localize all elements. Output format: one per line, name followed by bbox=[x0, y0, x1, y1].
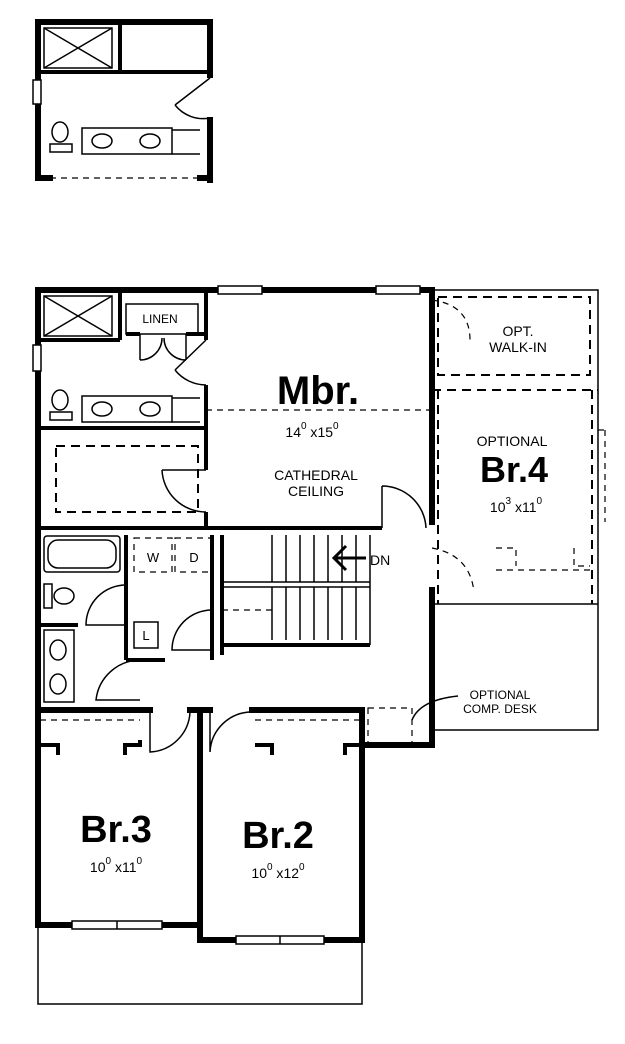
walkin-label-1: OPT. bbox=[502, 323, 533, 339]
br4-dimensions: 103 x110 bbox=[490, 496, 543, 515]
br3-door[interactable] bbox=[149, 710, 191, 753]
br3-label: Br.3 bbox=[80, 809, 152, 851]
stairs bbox=[220, 535, 371, 655]
mbr-label: Mbr. bbox=[277, 369, 359, 413]
walkin-label-2: WALK-IN bbox=[489, 339, 547, 355]
br4-label: Br.4 bbox=[480, 449, 548, 490]
washer-label: W bbox=[147, 550, 160, 565]
main-walls bbox=[35, 287, 435, 943]
windows bbox=[32, 285, 421, 945]
toilet bbox=[51, 389, 69, 411]
linen-label: LINEN bbox=[142, 312, 177, 326]
mbr-door[interactable] bbox=[381, 485, 427, 529]
br2-dimensions: 100 x120 bbox=[251, 862, 305, 881]
dryer-label: D bbox=[189, 550, 198, 565]
desk-label-2: COMP. DESK bbox=[463, 702, 537, 716]
walk-in-closet bbox=[437, 296, 591, 376]
br2-closet bbox=[255, 719, 360, 755]
down-arrow-icon bbox=[331, 544, 366, 572]
hall-door[interactable] bbox=[95, 659, 141, 701]
mbr-dimensions: 140 x150 bbox=[285, 421, 339, 440]
comp-desk bbox=[367, 707, 413, 745]
desk-leader-line bbox=[411, 695, 459, 721]
br2-door[interactable] bbox=[209, 710, 253, 753]
laundry-label: L bbox=[142, 628, 149, 643]
hall-bath bbox=[38, 535, 214, 703]
bottom-patio bbox=[37, 925, 363, 1005]
inset-toilet bbox=[51, 121, 69, 143]
br4-optional-label: OPTIONAL bbox=[477, 433, 548, 449]
hall-toilet bbox=[53, 587, 75, 605]
stair-dn-label: DN bbox=[370, 552, 390, 568]
ceiling-label: CEILING bbox=[288, 483, 344, 499]
optional-bath-inset bbox=[32, 19, 213, 183]
br3-closet bbox=[40, 719, 142, 755]
desk-label-1: OPTIONAL bbox=[470, 688, 531, 702]
optional-br4 bbox=[431, 289, 606, 731]
master-bath bbox=[38, 290, 208, 470]
master-closet bbox=[38, 445, 208, 530]
br3-dimensions: 100 x110 bbox=[90, 856, 143, 875]
br2-label: Br.2 bbox=[242, 815, 314, 857]
cathedral-label: CATHEDRAL bbox=[274, 467, 358, 483]
